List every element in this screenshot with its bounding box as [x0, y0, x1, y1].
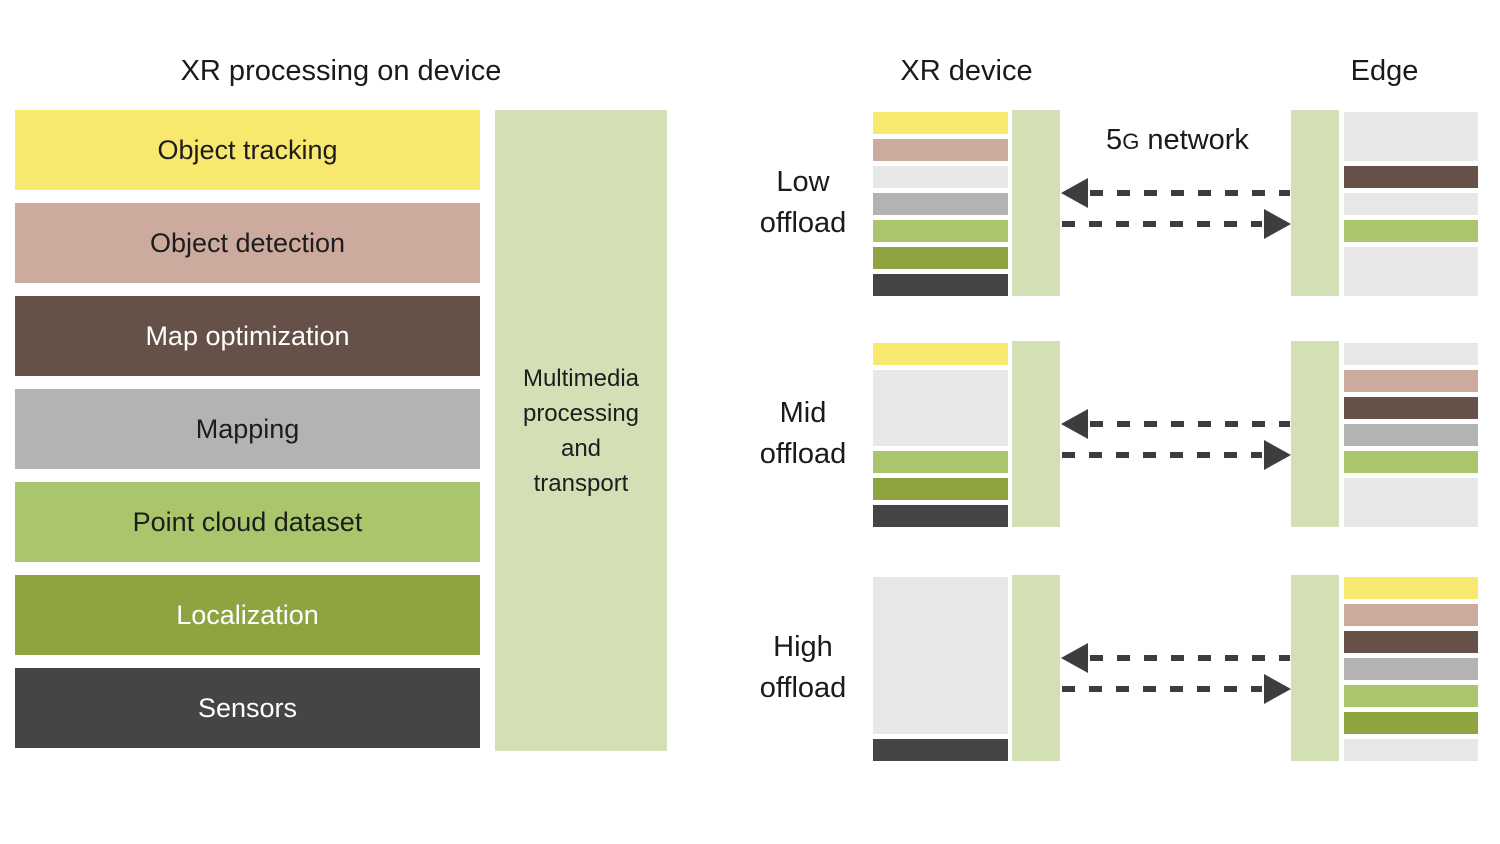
mini-bar-localization [873, 478, 1008, 500]
mini-bar-sensors [873, 274, 1008, 296]
mini-bar-empty [873, 370, 1008, 446]
mini-bar-empty [1344, 739, 1478, 761]
device-stack-mid [873, 343, 1008, 527]
offload-row-high: High offload [0, 575, 1500, 761]
xr-device-header: XR device [900, 55, 1033, 87]
left-panel-title: XR processing on device [180, 55, 502, 87]
network-label-rest: network [1139, 124, 1249, 156]
task-bar-object-detection: Object detection [15, 203, 480, 283]
offload-row-mid: Mid offload [0, 341, 1500, 527]
row-label-mid: Mid offload [700, 393, 906, 475]
row-label-mid-line1: Mid [779, 397, 827, 429]
network-label-5: 5 [1106, 124, 1123, 156]
task-bar-label: Point cloud dataset [132, 506, 363, 537]
arrow-to-edge-icon [1264, 674, 1291, 704]
task-bar-label: Map optimization [145, 320, 350, 351]
mini-bar-point-cloud-dataset [1344, 685, 1478, 707]
arrow-to-edge-icon [1264, 209, 1291, 239]
device-multimedia-strip-high [1012, 575, 1060, 761]
task-bar-label: Object tracking [157, 134, 338, 165]
multimedia-label-line4: transport [533, 469, 629, 497]
mini-bar-localization [1344, 712, 1478, 734]
device-stack-low [873, 112, 1008, 296]
mini-bar-point-cloud-dataset [1344, 220, 1478, 242]
edge-multimedia-strip-low [1291, 110, 1339, 296]
row-label-high-line1: High [773, 631, 833, 663]
edge-stack-high [1344, 577, 1478, 761]
mini-bar-object-detection [1344, 370, 1478, 392]
row-label-low-line2: offload [759, 207, 847, 239]
mini-bar-object-tracking [1344, 577, 1478, 599]
row-label-mid-line2: offload [759, 438, 847, 470]
arrow-to-device-icon [1061, 643, 1088, 673]
task-bar-object-tracking: Object tracking [15, 110, 480, 190]
mini-bar-localization [873, 247, 1008, 269]
offload-row-low: Low offload [0, 110, 1500, 296]
task-bar-mapping: Mapping [15, 389, 480, 469]
task-bar-sensors: Sensors [15, 668, 480, 748]
multimedia-column: Multimedia processing and transport [495, 110, 667, 751]
edge-stack-low [1344, 112, 1478, 296]
mini-bar-empty [1344, 247, 1478, 296]
edge-header: Edge [1350, 55, 1419, 87]
mini-bar-mapping [873, 193, 1008, 215]
mini-bar-point-cloud-dataset [1344, 451, 1478, 473]
multimedia-label-line1: Multimedia [522, 364, 640, 392]
device-multimedia-strip-mid [1012, 341, 1060, 527]
dashed-line-to-edge [1062, 221, 1262, 227]
edge-stack-mid [1344, 343, 1478, 527]
mini-bar-map-optimization [1344, 631, 1478, 653]
mini-bar-object-tracking [873, 343, 1008, 365]
device-stack-high [873, 577, 1008, 761]
mini-bar-object-tracking [873, 112, 1008, 134]
mini-bar-map-optimization [1344, 397, 1478, 419]
arrow-to-device-icon [1061, 409, 1088, 439]
mini-bar-empty [1344, 343, 1478, 365]
mini-bar-sensors [873, 739, 1008, 761]
device-multimedia-strip-low [1012, 110, 1060, 296]
row-label-low-line1: Low [776, 166, 830, 198]
task-bar-label: Localization [176, 599, 319, 630]
task-bar-point-cloud-dataset: Point cloud dataset [15, 482, 480, 562]
task-bar-label: Mapping [195, 413, 300, 444]
row-label-low: Low offload [700, 162, 906, 244]
task-bar-label: Object detection [149, 227, 346, 258]
dashed-line-to-device [1090, 190, 1290, 196]
row-label-high-line2: offload [759, 672, 847, 704]
dashed-line-to-device [1090, 421, 1290, 427]
mini-bar-point-cloud-dataset [873, 451, 1008, 473]
mini-bar-empty [1344, 478, 1478, 527]
mini-bar-map-optimization [1344, 166, 1478, 188]
edge-multimedia-strip-mid [1291, 341, 1339, 527]
mini-bar-object-detection [873, 139, 1008, 161]
dashed-line-to-edge [1062, 452, 1262, 458]
dashed-line-to-device [1090, 655, 1290, 661]
mini-bar-empty [1344, 193, 1478, 215]
mini-bar-mapping [1344, 424, 1478, 446]
edge-multimedia-strip-high [1291, 575, 1339, 761]
row-label-high: High offload [700, 627, 906, 709]
mini-bar-empty [873, 577, 1008, 734]
task-bar-map-optimization: Map optimization [15, 296, 480, 376]
mini-bar-object-detection [1344, 604, 1478, 626]
task-bar-label: Sensors [197, 692, 298, 723]
mini-bar-empty [873, 166, 1008, 188]
mini-bar-mapping [1344, 658, 1478, 680]
network-label: 5G network [1060, 124, 1295, 157]
mini-bar-point-cloud-dataset [873, 220, 1008, 242]
arrow-to-edge-icon [1264, 440, 1291, 470]
mini-bar-sensors [873, 505, 1008, 527]
multimedia-label-line3: and [560, 434, 602, 462]
multimedia-label-line2: processing [522, 399, 640, 427]
task-bar-localization: Localization [15, 575, 480, 655]
mini-bar-empty [1344, 112, 1478, 161]
dashed-line-to-edge [1062, 686, 1262, 692]
network-label-g: G [1122, 129, 1140, 154]
arrow-to-device-icon [1061, 178, 1088, 208]
